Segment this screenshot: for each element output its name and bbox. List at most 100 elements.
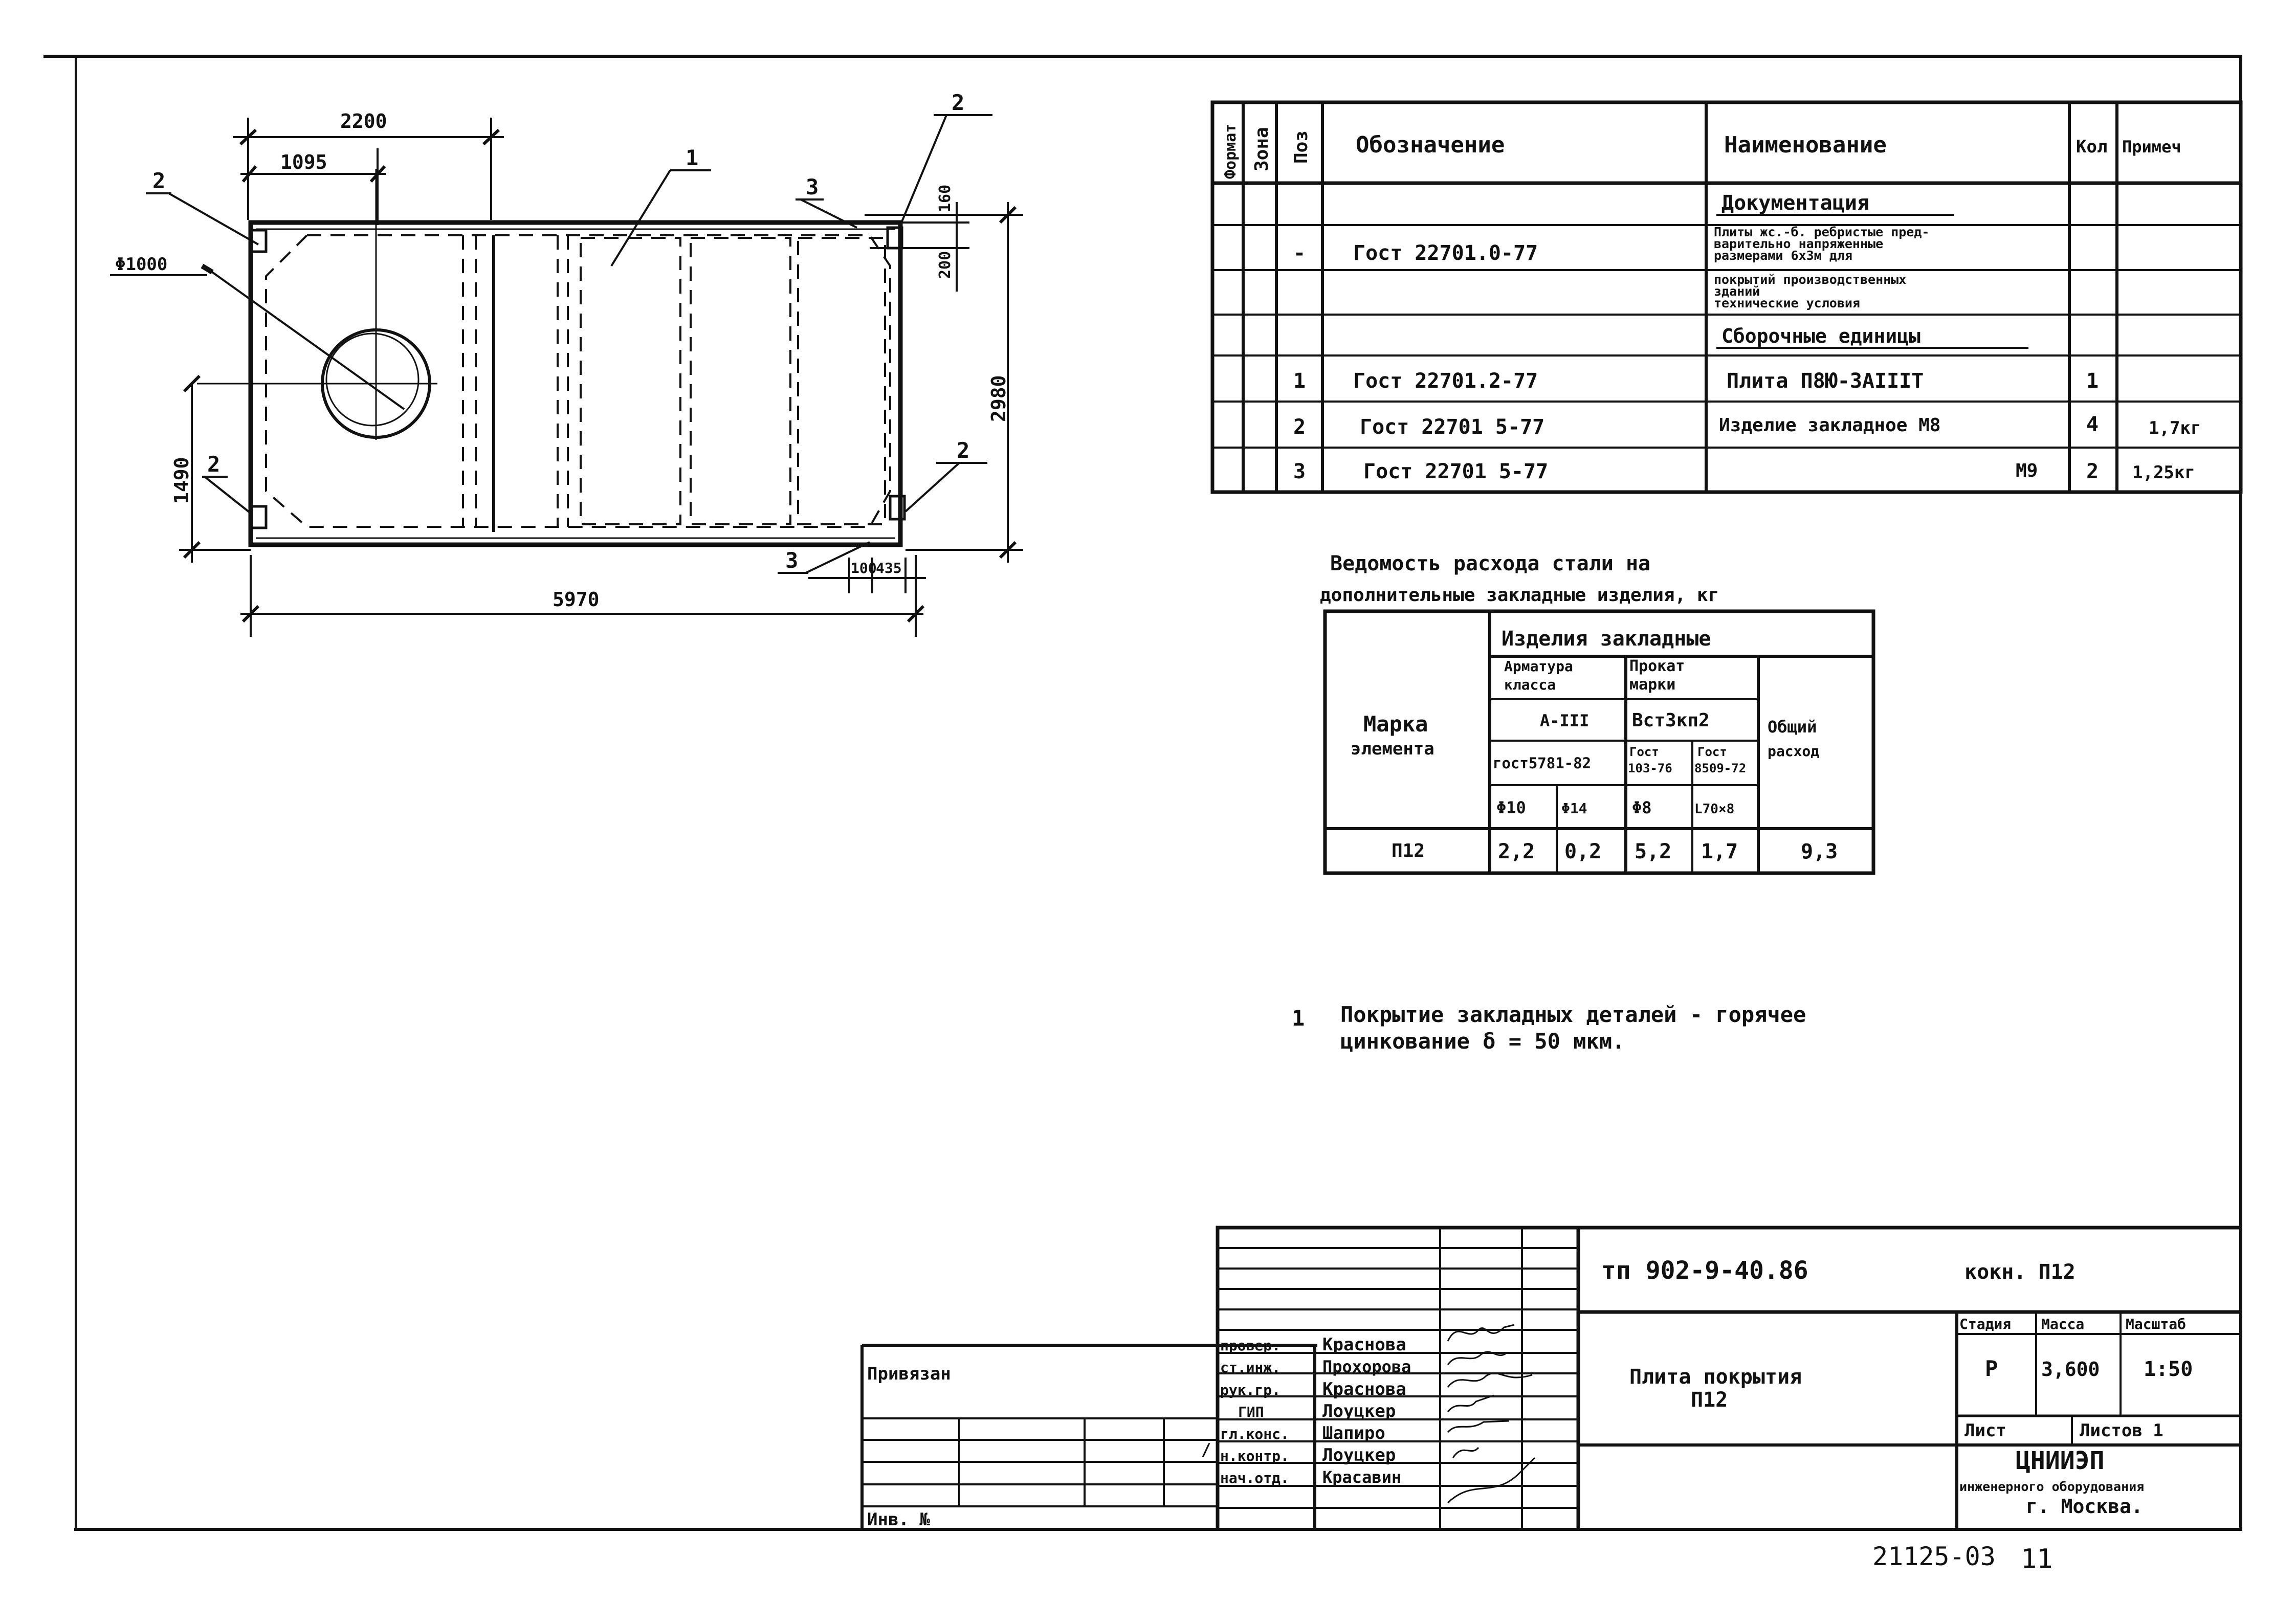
dim-2200: 2200 bbox=[340, 110, 387, 132]
note-number: 1 bbox=[1292, 1006, 1305, 1031]
spec-row-pos: 3 bbox=[1293, 460, 1306, 483]
tb-person: Красавин bbox=[1322, 1467, 1401, 1487]
callout-pos2-top-left: 2 bbox=[152, 168, 165, 193]
spec-doc-pos: - bbox=[1293, 241, 1306, 265]
tb-person: Лоуцкер bbox=[1322, 1445, 1396, 1465]
spec-row-qty: 2 bbox=[2086, 460, 2099, 483]
embedded-item-br bbox=[889, 495, 906, 521]
dim-1095: 1095 bbox=[280, 151, 327, 173]
steel-header-rebar-2: класса bbox=[1504, 676, 1556, 693]
steel-header-gost103: 103-76 bbox=[1628, 761, 1672, 775]
tb-role: рук.гр. bbox=[1220, 1382, 1281, 1398]
spec-row-note: 1,7кг bbox=[2149, 418, 2201, 438]
tb-person: Краснова bbox=[1322, 1379, 1406, 1399]
tb-stage: Р bbox=[1985, 1356, 1998, 1381]
steel-header-vst: Вст3кп2 bbox=[1632, 710, 1710, 731]
tb-sheet-code: кокн. П12 bbox=[1964, 1260, 2076, 1284]
spec-doc-name-line: технические условия bbox=[1714, 296, 1860, 310]
signature-strokes bbox=[1447, 1324, 1536, 1504]
dim-1490: 1490 bbox=[170, 457, 193, 504]
tb-slash: / bbox=[1201, 1440, 1211, 1459]
spec-header-qty: Кол bbox=[2076, 137, 2107, 157]
steel-title-line1: Ведомость расхода стали на bbox=[1330, 552, 1650, 575]
slab-plan bbox=[110, 114, 1023, 637]
steel-header-mark-1: Марка bbox=[1363, 711, 1428, 737]
steel-header-mark-2: элемента bbox=[1351, 739, 1434, 759]
steel-header-embedded: Изделия закладные bbox=[1502, 627, 1711, 651]
tb-sheets: Листов 1 bbox=[2080, 1420, 2163, 1441]
spec-row-designation: Гост 22701.2-77 bbox=[1353, 369, 1538, 393]
steel-row-mark: П12 bbox=[1392, 840, 1425, 861]
steel-row-total: 9,3 bbox=[1801, 840, 1838, 863]
steel-header-gost5781: гост5781-82 bbox=[1493, 754, 1591, 772]
steel-header-total-2: расход bbox=[1768, 743, 1819, 760]
spec-row-name: Изделие закладное М8 bbox=[1719, 415, 1940, 436]
specification-table: Формат Зона Поз Обозначение Наименование… bbox=[1210, 100, 2243, 494]
tb-drawing-title-2: П12 bbox=[1691, 1388, 1728, 1412]
spec-header-name: Наименование bbox=[1724, 132, 1887, 158]
tb-project-code: тп 902-9-40.86 bbox=[1601, 1256, 1808, 1285]
dim-200: 200 bbox=[936, 251, 954, 279]
tb-role: ст.инж. bbox=[1220, 1359, 1281, 1376]
tb-inv-no: Инв. № bbox=[867, 1509, 930, 1530]
note-line1: Покрытие закладных деталей - горячее bbox=[1340, 1002, 1806, 1027]
tb-person: Лоуцкер bbox=[1322, 1401, 1396, 1421]
steel-header-d8: Φ8 bbox=[1632, 798, 1652, 817]
steel-header-rolled-2: марки bbox=[1629, 676, 1675, 694]
spec-row-pos: 2 bbox=[1293, 415, 1306, 439]
spec-header-format: Формат bbox=[1222, 124, 1240, 179]
steel-title-line2: дополнительные закладные изделия, кг bbox=[1320, 585, 1719, 606]
spec-row-designation: Гост 22701 5-77 bbox=[1363, 460, 1548, 483]
tb-scale: 1:50 bbox=[2144, 1358, 2193, 1381]
tb-header-mass: Масса bbox=[2041, 1316, 2084, 1332]
tb-org-subtitle: инженерного оборудования bbox=[1959, 1479, 2144, 1494]
archive-stamp: 21125-03 bbox=[1872, 1542, 1996, 1571]
tb-role: провер. bbox=[1220, 1337, 1281, 1354]
steel-row-d10: 2,2 bbox=[1498, 840, 1535, 863]
tb-role: ГИП bbox=[1238, 1404, 1264, 1420]
steel-header-total-1: Общий bbox=[1768, 717, 1817, 737]
tb-sheet: Лист bbox=[1964, 1420, 2006, 1441]
steel-header-rolled-1: Прокат bbox=[1629, 657, 1685, 675]
dim-435: 435 bbox=[876, 560, 902, 576]
spec-header-zone: Зона bbox=[1251, 127, 1272, 171]
tb-header-scale: Масштаб bbox=[2126, 1316, 2186, 1332]
embedded-item-bl bbox=[249, 505, 268, 529]
callout-pos1: 1 bbox=[686, 145, 698, 170]
dim-hole-diameter: Φ1000 bbox=[115, 254, 167, 275]
note-line2: цинкование δ = 50 мкм. bbox=[1340, 1029, 1625, 1054]
spec-row-name: Плита П8Ю-3АIIIТ bbox=[1727, 369, 1924, 393]
spec-doc-name-line: зданий bbox=[1714, 284, 1760, 299]
tb-role: гл.конс. bbox=[1220, 1426, 1289, 1442]
spec-section-units: Сборочные единицы bbox=[1721, 325, 1920, 347]
dim-5970: 5970 bbox=[553, 588, 600, 611]
steel-header-gost8509: 8509-72 bbox=[1694, 761, 1746, 775]
spec-row-qty: 4 bbox=[2086, 413, 2099, 436]
callout-pos3-top: 3 bbox=[806, 174, 819, 199]
spec-doc-name-line: покрытий производственных bbox=[1714, 272, 1906, 287]
steel-header-d10: Φ10 bbox=[1496, 798, 1526, 817]
tb-person: Краснова bbox=[1322, 1335, 1406, 1355]
steel-header-a3: А-III bbox=[1540, 711, 1589, 730]
tb-person: Шапиро bbox=[1322, 1423, 1385, 1443]
spec-doc-name-line: Плиты жс.-б. ребристые пред- bbox=[1714, 225, 1929, 239]
steel-row-d14: 0,2 bbox=[1564, 840, 1601, 863]
spec-doc-name-line: варительно напряженные bbox=[1714, 236, 1883, 251]
callout-pos2-top-right: 2 bbox=[952, 90, 964, 115]
dim-2980: 2980 bbox=[987, 375, 1010, 422]
spec-header-designation: Обозначение bbox=[1356, 132, 1505, 158]
dim-100: 100 bbox=[851, 560, 877, 576]
callout-pos3-bottom: 3 bbox=[785, 548, 798, 573]
spec-doc-designation: Гост 22701.0-77 bbox=[1353, 241, 1538, 265]
steel-header-rebar-1: Арматура bbox=[1504, 658, 1573, 675]
callout-pos2-bottom-left: 2 bbox=[207, 452, 220, 477]
tb-org-city: г. Москва. bbox=[2026, 1495, 2143, 1518]
title-block: тп 902-9-40.86 кокн. П12 Плита покрытия … bbox=[860, 1226, 2241, 1530]
spec-row-name: М9 bbox=[2016, 460, 2038, 481]
tb-role: н.контр. bbox=[1220, 1448, 1289, 1464]
spec-row-designation: Гост 22701 5-77 bbox=[1360, 415, 1544, 439]
spec-section-docs: Документация bbox=[1721, 191, 1869, 215]
steel-header-gost8509: Гост bbox=[1697, 745, 1727, 759]
spec-doc-name-line: размерами 6х3м для bbox=[1714, 248, 1852, 263]
